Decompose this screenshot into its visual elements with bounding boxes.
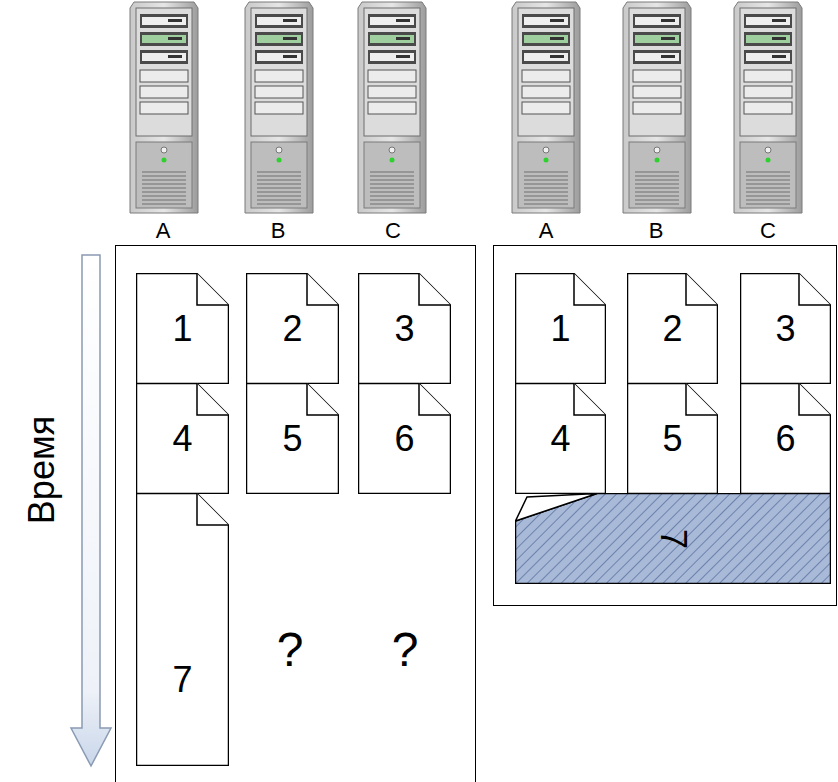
task-number: 7 (172, 662, 192, 698)
task-document: 5 (246, 383, 339, 494)
server-name: A (539, 220, 554, 242)
server-name: B (649, 220, 664, 242)
task-number: 2 (282, 311, 302, 347)
task-document: 2 (627, 273, 718, 384)
task-document: 4 (136, 383, 229, 494)
unknown-mark: ? (392, 626, 419, 674)
task-document: 3 (740, 273, 831, 384)
task-number: 7 (655, 528, 691, 548)
task-document: 7 (136, 493, 229, 766)
task-document: 2 (246, 273, 339, 384)
unknown-mark: ? (277, 626, 304, 674)
task-number: 1 (550, 311, 570, 347)
task-number: 6 (775, 421, 795, 457)
task-document: 5 (627, 383, 718, 494)
document-shape (136, 493, 229, 766)
server-name: B (271, 220, 286, 242)
server-icon (130, 2, 198, 213)
task-number: 3 (775, 311, 795, 347)
axis-label: Время (24, 416, 60, 524)
task-number: 4 (172, 421, 192, 457)
task-number: 3 (394, 311, 414, 347)
task-number: 2 (662, 311, 682, 347)
server-name: A (156, 220, 171, 242)
task-document: 1 (136, 273, 229, 384)
task-document: 1 (515, 273, 606, 384)
schedule-panel: ABC1234567 (493, 245, 837, 606)
server-name: C (385, 220, 401, 242)
server-icon (358, 2, 426, 213)
task-document: 6 (740, 383, 831, 494)
server-icon (245, 2, 313, 213)
schedule-panel: ABC1234567 (115, 245, 476, 782)
server-icon (623, 2, 691, 213)
task-document: 6 (358, 383, 451, 494)
server-icon (512, 2, 580, 213)
task-number: 6 (394, 421, 414, 457)
task-number: 5 (282, 421, 302, 457)
task-document: 3 (358, 273, 451, 384)
time-arrow (71, 255, 111, 766)
task-number: 5 (662, 421, 682, 457)
task-number: 1 (172, 311, 192, 347)
server-icons (130, 2, 802, 213)
task-number: 4 (550, 421, 570, 457)
task-document: 4 (515, 383, 606, 494)
server-name: C (760, 220, 776, 242)
server-icon (734, 2, 802, 213)
task-document: 7 (515, 493, 831, 584)
